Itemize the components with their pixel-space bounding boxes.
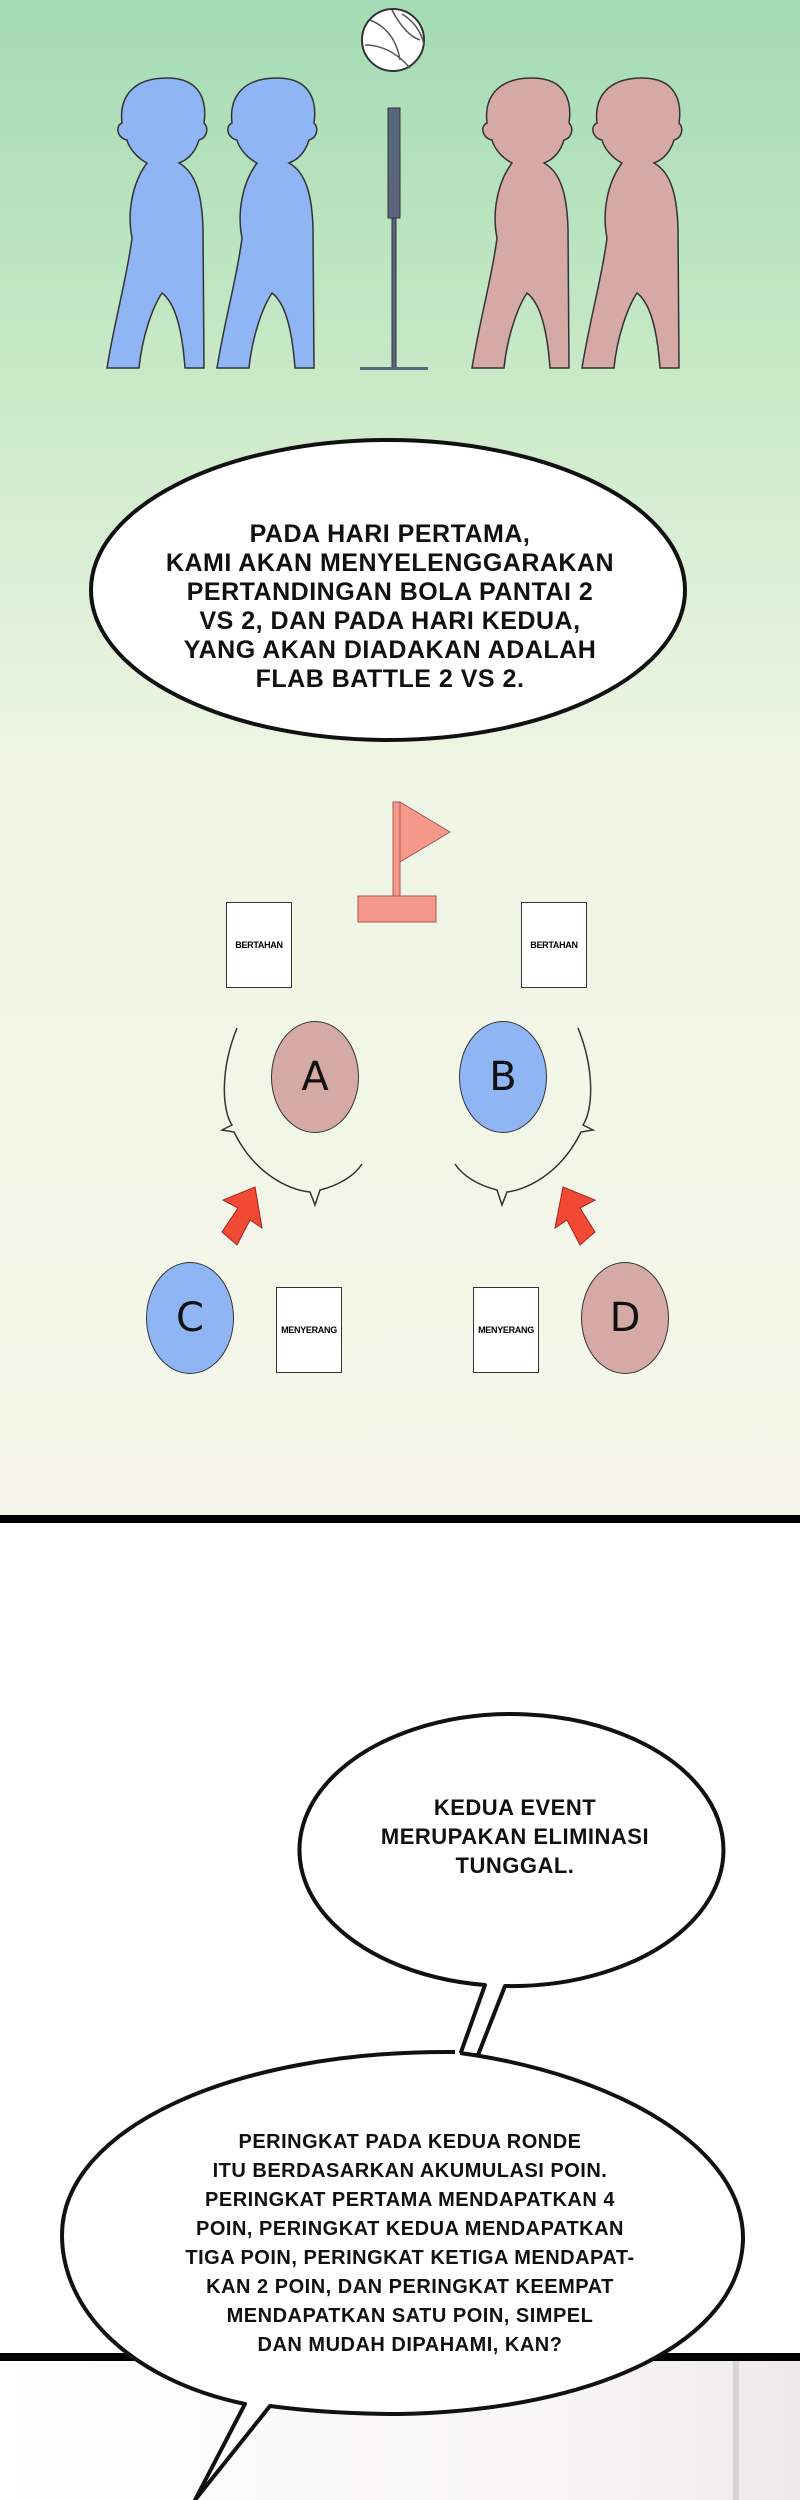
panel-divider [0, 1515, 800, 1523]
attack-label-right: MENYERANG [473, 1287, 539, 1373]
attack-arrow-right [554, 1186, 597, 1246]
volleyball-icon [361, 8, 425, 72]
attack-label-left: MENYERANG [276, 1287, 342, 1373]
attack-arrow-left [221, 1186, 263, 1246]
blue-team-players [106, 77, 318, 369]
speech-bubble-top [297, 1712, 726, 2057]
speech-bubble [89, 438, 687, 742]
player-b: B [459, 1021, 547, 1133]
comic-panel-room [0, 2360, 800, 2500]
defend-label-right: BERTAHAN [521, 902, 587, 988]
volleyball-scene [89, 8, 687, 1246]
flag-icon [357, 801, 451, 923]
player-a: A [271, 1021, 359, 1133]
speech-text-event-schedule: PADA HARI PERTAMA,KAMI AKAN MENYELENGGAR… [165, 520, 615, 693]
net-pole [360, 107, 428, 370]
player-c: C [146, 1262, 234, 1374]
defend-label-left: BERTAHAN [226, 902, 292, 988]
player-d: D [581, 1262, 669, 1374]
defense-arcs [219, 1027, 596, 1208]
red-team-players [471, 77, 683, 369]
wall-edge [733, 2360, 739, 2500]
